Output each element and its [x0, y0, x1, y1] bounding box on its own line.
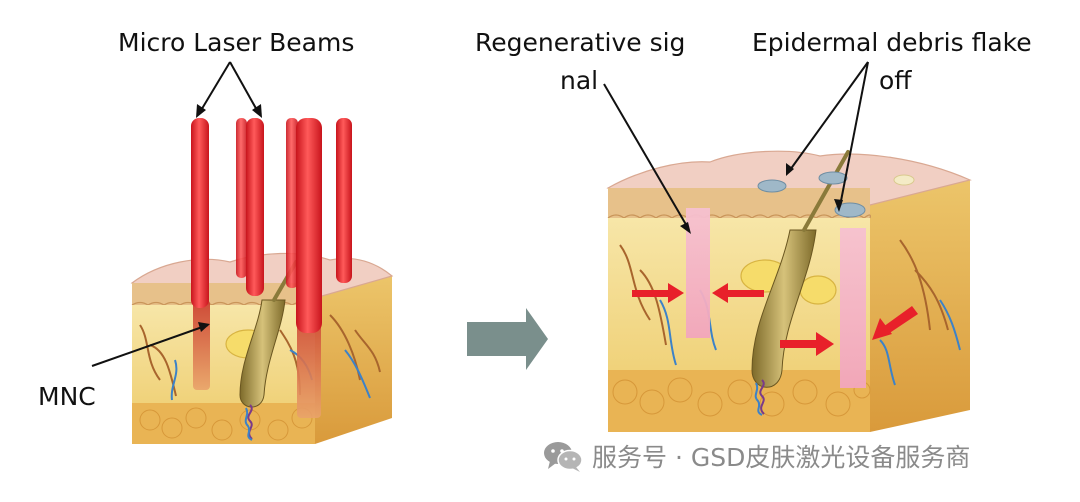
epidermal-debris-flakes	[757, 171, 915, 218]
red-arrow-right	[780, 332, 834, 356]
laser-beam	[286, 118, 298, 288]
regenerative-zone	[686, 208, 710, 338]
right-epidermis-band	[608, 188, 870, 218]
laser-beam	[236, 118, 247, 278]
laser-beam	[246, 118, 264, 296]
watermark-text: 服务号 · GSD皮肤激光设备服务商	[592, 443, 971, 472]
red-arrow-left	[712, 283, 764, 303]
debris-flake	[757, 179, 787, 193]
red-arrow-left-diagonal	[872, 306, 918, 340]
epidermal-debris-label-line2: off	[879, 66, 912, 95]
right-skin-block	[603, 61, 972, 432]
right-hair-shaft	[802, 150, 850, 232]
epidermal-debris-label-line1: Epidermal debris flake	[752, 28, 1032, 57]
micro-laser-beams	[191, 118, 352, 333]
debris-flake	[834, 202, 866, 218]
transition-arrow	[467, 308, 548, 370]
debris-flake	[818, 171, 848, 185]
laser-beam	[296, 118, 322, 333]
debris-flake	[893, 174, 915, 186]
micro-laser-beams-label: Micro Laser Beams	[118, 28, 355, 57]
watermark: 服务号 · GSD皮肤激光设备服务商	[542, 436, 970, 476]
left-block-side-face	[315, 276, 392, 444]
right-hair-follicle	[751, 229, 817, 388]
left-dermis	[132, 305, 315, 403]
regenerative-zone	[840, 228, 866, 388]
mnc-label: MNC	[38, 382, 96, 411]
red-arrow-right	[632, 283, 684, 303]
laser-beam	[336, 118, 352, 283]
mnc-column	[193, 300, 210, 390]
signal-arrows	[632, 283, 918, 356]
left-skin-block	[91, 61, 394, 444]
laser-beam	[191, 118, 209, 308]
right-subcutis	[608, 370, 870, 432]
left-pointer-lines	[91, 61, 259, 367]
regenerative-signal-label-line1: Regenerative sig	[475, 28, 686, 57]
wechat-icon	[542, 439, 584, 473]
right-block-side-face	[870, 180, 970, 432]
right-pointer-lines	[603, 61, 869, 229]
right-blood-vessels	[619, 239, 961, 386]
regenerative-signal-label-line2: nal	[560, 66, 599, 95]
